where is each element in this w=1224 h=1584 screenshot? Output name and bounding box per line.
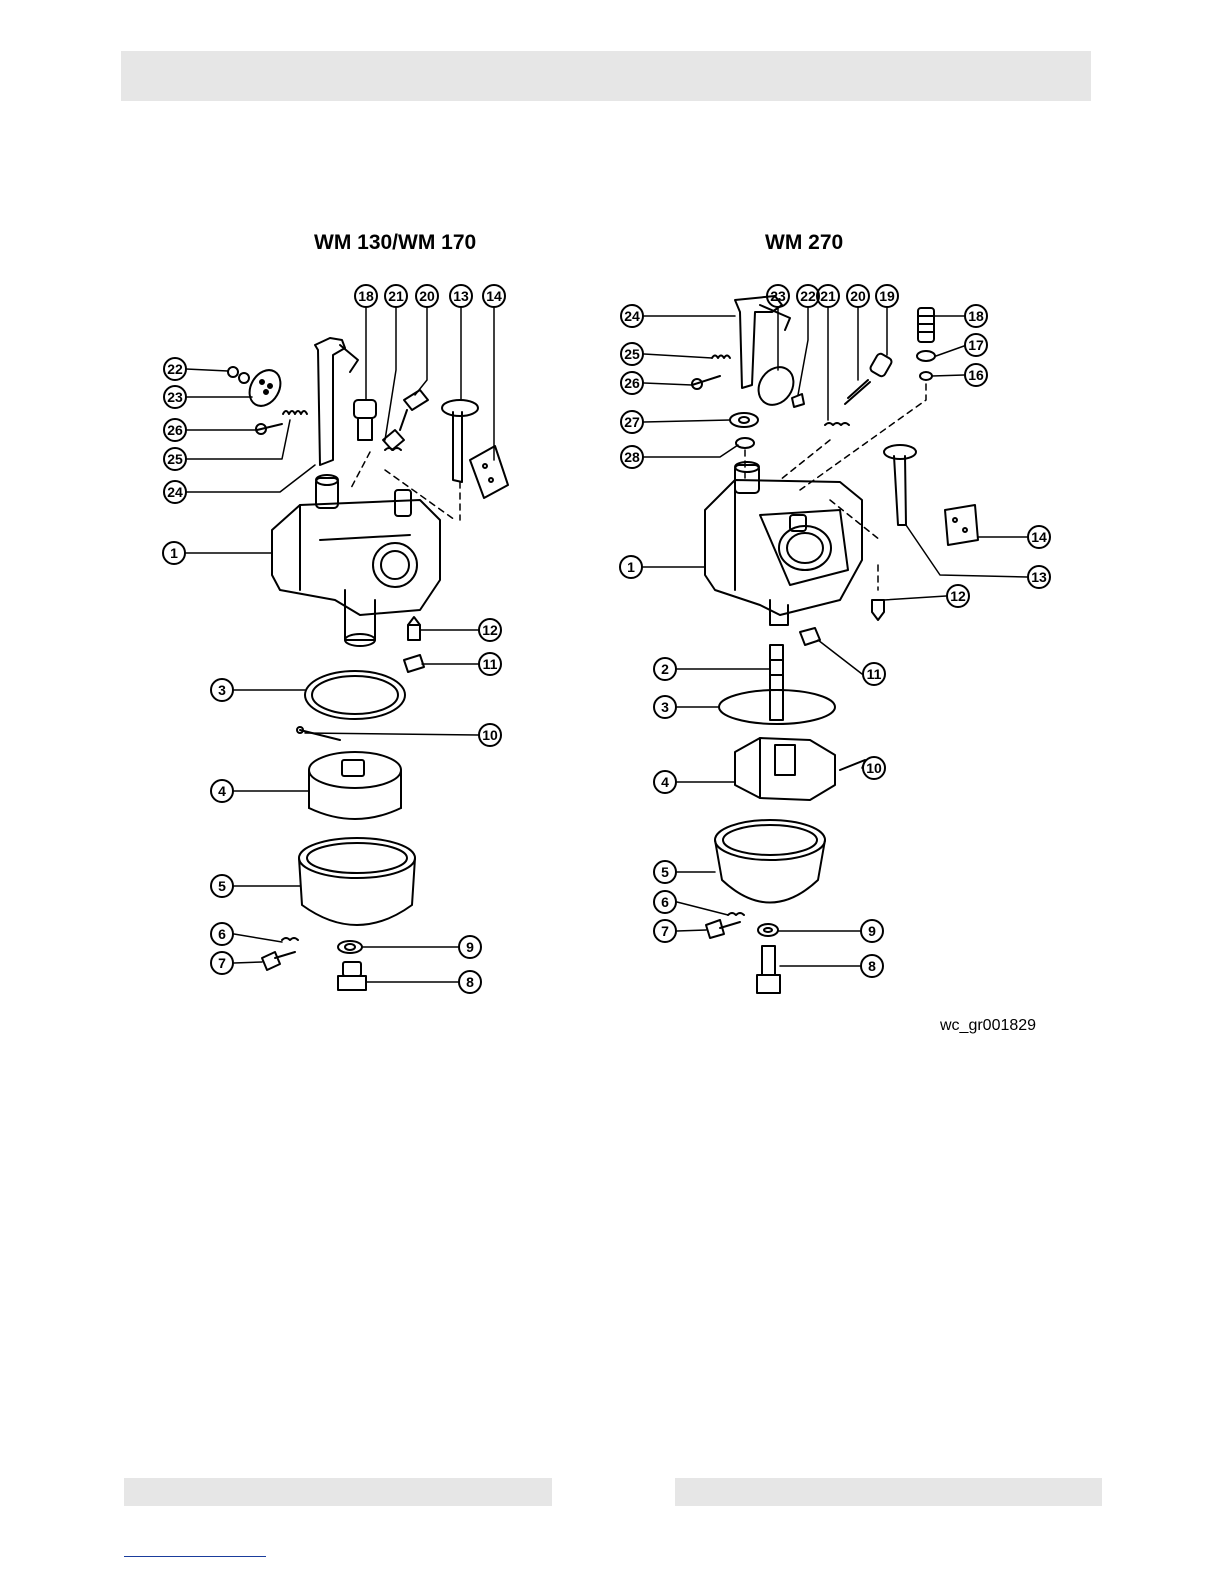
callout-number: 25 xyxy=(167,451,183,467)
callout-number: 10 xyxy=(482,727,498,743)
callout-number: 5 xyxy=(218,878,226,894)
callout-number: 10 xyxy=(866,760,882,776)
callout-number: 12 xyxy=(950,588,966,604)
callout-number: 8 xyxy=(868,958,876,974)
callout-number: 1 xyxy=(170,545,178,561)
callout-number: 25 xyxy=(624,346,640,362)
callout-number: 14 xyxy=(486,288,502,304)
callout-number: 16 xyxy=(968,367,984,383)
callout-number: 4 xyxy=(218,783,226,799)
callout-number: 20 xyxy=(850,288,866,304)
left-callout-labels: 22 23 26 25 24 1 12 11 3 10 4 5 6 7 9 8 … xyxy=(167,288,502,990)
figure-code: wc_gr001829 xyxy=(940,1017,1036,1035)
callout-number: 9 xyxy=(466,939,474,955)
callout-number: 8 xyxy=(466,974,474,990)
callout-number: 3 xyxy=(218,682,226,698)
callout-number: 1 xyxy=(627,559,635,575)
callout-number: 24 xyxy=(624,308,640,324)
callout-number: 11 xyxy=(483,656,498,672)
callout-number: 4 xyxy=(661,774,669,790)
callout-number: 5 xyxy=(661,864,669,880)
callout-number: 19 xyxy=(879,288,895,304)
callout-number: 28 xyxy=(624,449,640,465)
callout-number: 6 xyxy=(661,894,669,910)
callout-number: 20 xyxy=(419,288,435,304)
callout-number: 12 xyxy=(482,622,498,638)
callout-number: 18 xyxy=(968,308,984,324)
callout-number: 17 xyxy=(968,337,984,353)
callout-number: 27 xyxy=(624,414,640,430)
callout-number: 26 xyxy=(167,422,183,438)
callout-number: 3 xyxy=(661,699,669,715)
footer-band-right xyxy=(675,1478,1102,1506)
callout-number: 7 xyxy=(661,923,669,939)
callout-number: 13 xyxy=(453,288,469,304)
callout-number: 7 xyxy=(218,955,226,971)
callout-number: 23 xyxy=(770,288,786,304)
callout-number: 11 xyxy=(867,666,882,682)
callout-number: 9 xyxy=(868,923,876,939)
callout-number: 14 xyxy=(1031,529,1047,545)
footer-band-left xyxy=(124,1478,552,1506)
callout-number: 21 xyxy=(388,288,404,304)
callout-number: 6 xyxy=(218,926,226,942)
link-underline[interactable] xyxy=(124,1556,266,1557)
callout-number: 22 xyxy=(800,288,816,304)
right-carburetor-parts xyxy=(692,296,978,993)
callout-number: 22 xyxy=(167,361,183,377)
callout-number: 23 xyxy=(167,389,183,405)
callout-number: 26 xyxy=(624,375,640,391)
callout-number: 18 xyxy=(358,288,374,304)
right-callout-labels: 24 25 26 27 28 1 2 3 4 5 6 7 23 22 21 20… xyxy=(624,288,1047,974)
right-leader-lines xyxy=(642,308,1027,966)
callout-number: 13 xyxy=(1031,569,1047,585)
callout-number: 2 xyxy=(661,661,669,677)
callout-number: 24 xyxy=(167,484,183,500)
right-callouts xyxy=(620,285,1050,977)
callout-number: 21 xyxy=(820,288,836,304)
